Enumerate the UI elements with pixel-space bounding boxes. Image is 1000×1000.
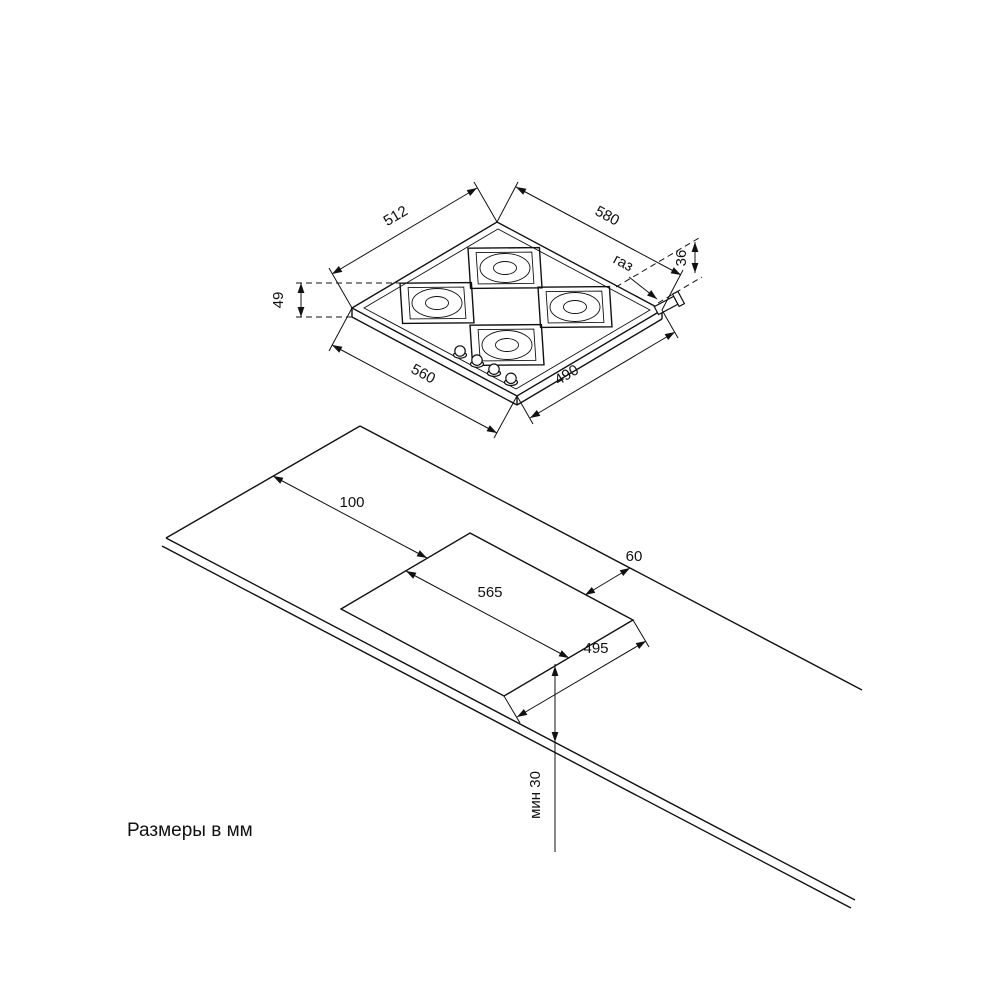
dimension-line: [331, 187, 478, 275]
hob-front-right-bottom: [516, 318, 663, 406]
counter-front-thickness-edge: [161, 545, 852, 909]
knob-top: [505, 372, 517, 385]
extension-line: [632, 619, 650, 648]
pan-support: [537, 285, 613, 329]
counter-left-edge: [165, 425, 361, 539]
dimension-line: [515, 186, 682, 276]
dim-36-label: 36: [673, 250, 690, 267]
gas-leader-line: [628, 276, 658, 300]
counter-front-edge: [165, 537, 856, 901]
dim-cutout-length: 565: [405, 570, 570, 659]
hob-inner-border: [363, 228, 651, 390]
knob-top: [488, 363, 500, 375]
extension-line: [661, 309, 679, 339]
dim-min30-label: мин 30: [527, 771, 544, 819]
burner-right: [537, 285, 613, 329]
dim-60-label: 60: [626, 548, 643, 565]
dim-565-label: 565: [477, 584, 502, 601]
knob-top: [471, 354, 483, 366]
extension-line: [503, 695, 521, 724]
burner-left: [399, 281, 475, 325]
extension-line: [516, 395, 534, 425]
extension-line: [493, 395, 518, 439]
extension-line: [328, 267, 353, 309]
extension-line: [473, 181, 498, 223]
dimension-line: [529, 331, 676, 419]
dim-560-label: 560: [408, 361, 438, 388]
pan-support-inner: [475, 251, 535, 285]
burner-rear: [467, 246, 543, 290]
extension-line-dashed: [657, 276, 703, 304]
knob-top: [454, 345, 466, 357]
dim-100-label: 100: [339, 494, 364, 511]
extension-line-dashed: [615, 237, 700, 288]
dim-side-clearance: 100: [272, 475, 428, 559]
burner-ring: [411, 288, 463, 318]
burner-cap: [495, 338, 519, 352]
dim-rear-clearance: 60: [584, 548, 643, 596]
units-note: Размеры в мм: [127, 820, 253, 841]
dim-512-label: 512: [381, 202, 411, 229]
extension-line: [496, 181, 519, 223]
counter-back-edge: [359, 425, 863, 691]
dim-49-label: 49: [270, 292, 287, 309]
knob-3: [486, 363, 502, 378]
pan-support-inner: [477, 328, 537, 362]
pan-support-inner: [407, 286, 467, 320]
knob-2: [469, 354, 485, 368]
extension-line: [328, 307, 353, 352]
extension-line: [661, 269, 684, 311]
hob-view: [350, 221, 686, 406]
pan-support: [399, 281, 475, 325]
dimension-line: [272, 475, 428, 559]
dim-front-clearance: мин 30: [527, 664, 559, 852]
dim-580-label: 580: [592, 203, 622, 230]
dim-connector-height: 36: [615, 237, 703, 304]
dimension-line: [516, 640, 647, 718]
dimension-line: [331, 344, 498, 434]
burner-cap: [563, 300, 587, 314]
knob-4: [503, 372, 519, 387]
burner-ring: [549, 292, 601, 322]
burner-cap: [493, 261, 517, 275]
knob-1: [452, 345, 468, 359]
dim-cutout-depth: 495: [503, 619, 650, 724]
burner-ring: [481, 330, 533, 360]
countertop-view: [161, 425, 863, 909]
gas-label: газ: [610, 251, 636, 276]
gas-connector: [653, 290, 686, 316]
dimension-line: [584, 567, 631, 596]
gas-pipe: [653, 295, 679, 316]
dim-495-label: 495: [583, 640, 608, 657]
burner-cap: [425, 296, 449, 310]
pan-support-inner: [545, 290, 605, 324]
burner-ring: [479, 253, 531, 283]
dim-total-height: 49: [270, 282, 406, 318]
